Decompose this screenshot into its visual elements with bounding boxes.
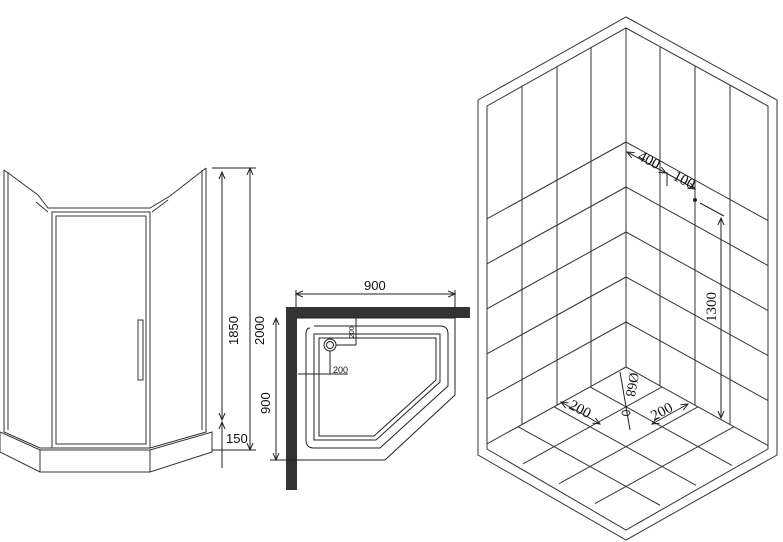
floor-tile-line [553,406,697,486]
dim-1300: 1300 [704,292,720,322]
dim-drain-diameter: Ø68 [622,371,641,397]
wall-top [286,307,470,318]
door-handle [137,319,144,381]
dim-tray-depth: 900 [258,392,273,414]
isometric-room [477,16,778,541]
dim-100: 100 [670,168,697,193]
floor-edge-right [625,366,769,446]
dim-tray-width: 900 [364,278,386,293]
enclosure-elevation [0,167,213,473]
room-dimensions [561,152,724,431]
floor-tile-line [522,386,663,465]
room-outer-edge [477,16,778,541]
enclosure-dimensions [212,168,256,468]
floor-edge-left [486,366,627,445]
wall-tile-line [625,276,769,356]
dim-150: 150 [226,431,248,446]
wall-tile-line [625,186,769,266]
dim-drain-y: 200 [349,326,356,338]
floor-tile-line [517,426,661,506]
room-inner-edge [486,27,769,531]
dim-drain-x: 200 [333,365,348,375]
tray-plan [270,290,470,490]
wall-left [286,307,297,490]
floor-tile-line [589,386,733,466]
wall-tile-line [625,231,769,311]
dim-1850: 1850 [226,316,241,345]
floor-tile-line [594,426,735,505]
dim-2000: 2000 [252,316,267,345]
wall-tile-line [625,321,769,401]
